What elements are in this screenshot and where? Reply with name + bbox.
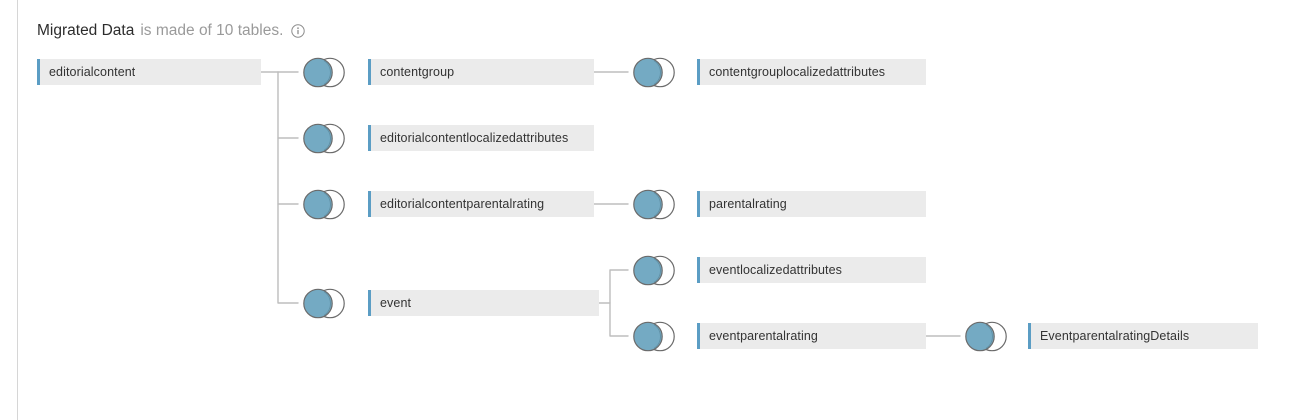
table-node[interactable]: editorialcontentlocalizedattributes bbox=[368, 125, 594, 151]
table-node-label: editorialcontent bbox=[49, 65, 136, 79]
table-node[interactable]: eventlocalizedattributes bbox=[697, 257, 926, 283]
table-node[interactable]: parentalrating bbox=[697, 191, 926, 217]
table-node[interactable]: editorialcontentparentalrating bbox=[368, 191, 594, 217]
table-node-label: contentgrouplocalizedattributes bbox=[709, 65, 886, 79]
venn-left-join-icon[interactable] bbox=[298, 123, 350, 154]
connector-line bbox=[277, 203, 299, 304]
connector-line bbox=[598, 269, 629, 304]
table-node[interactable]: EventparentalratingDetails bbox=[1028, 323, 1258, 349]
table-node-accent-bar bbox=[368, 59, 371, 85]
table-node-accent-bar bbox=[697, 257, 700, 283]
connector-line bbox=[277, 137, 299, 205]
table-node-accent-bar bbox=[697, 323, 700, 349]
table-node-label: parentalrating bbox=[709, 197, 787, 211]
info-circle-icon[interactable] bbox=[291, 24, 306, 38]
venn-left-join-icon[interactable] bbox=[960, 321, 1012, 352]
table-node-accent-bar bbox=[697, 191, 700, 217]
table-node-accent-bar bbox=[368, 290, 371, 316]
table-node-label: eventlocalizedattributes bbox=[709, 263, 843, 277]
venn-left-join-icon[interactable] bbox=[628, 255, 680, 286]
venn-left-join-icon[interactable] bbox=[628, 57, 680, 88]
table-node-label: EventparentalratingDetails bbox=[1040, 329, 1190, 343]
table-node-accent-bar bbox=[368, 191, 371, 217]
venn-left-join-icon[interactable] bbox=[628, 321, 680, 352]
table-node-accent-bar bbox=[37, 59, 40, 85]
table-node-accent-bar bbox=[697, 59, 700, 85]
pane-left-border bbox=[17, 0, 18, 420]
venn-left-join-icon[interactable] bbox=[298, 189, 350, 220]
venn-left-join-icon[interactable] bbox=[298, 57, 350, 88]
page-title: Migrated Data bbox=[37, 22, 135, 39]
table-node[interactable]: event bbox=[368, 290, 599, 316]
table-node-label: contentgroup bbox=[380, 65, 455, 79]
table-node-label: event bbox=[380, 296, 412, 310]
table-node[interactable]: contentgrouplocalizedattributes bbox=[697, 59, 926, 85]
venn-left-join-icon[interactable] bbox=[628, 189, 680, 220]
table-node-accent-bar bbox=[368, 125, 371, 151]
table-node-label: editorialcontentparentalrating bbox=[380, 197, 545, 211]
venn-left-join-icon[interactable] bbox=[298, 288, 350, 319]
table-node-accent-bar bbox=[1028, 323, 1031, 349]
table-node[interactable]: editorialcontent bbox=[37, 59, 261, 85]
connector-line bbox=[277, 71, 299, 139]
table-node[interactable]: eventparentalrating bbox=[697, 323, 926, 349]
table-node-label: eventparentalrating bbox=[709, 329, 818, 343]
diagram-header: Migrated Data is made of 10 tables. bbox=[37, 20, 306, 42]
connector-line bbox=[609, 302, 629, 337]
table-node[interactable]: contentgroup bbox=[368, 59, 594, 85]
page-subtitle: is made of 10 tables. bbox=[140, 22, 284, 39]
table-node-label: editorialcontentlocalizedattributes bbox=[380, 131, 569, 145]
